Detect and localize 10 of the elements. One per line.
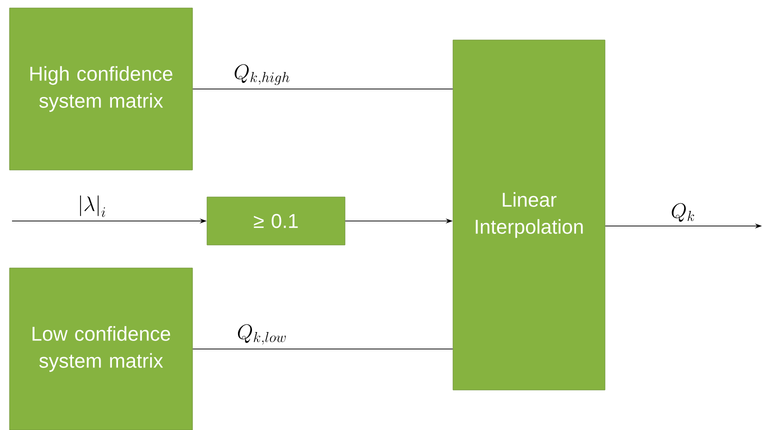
- process-box: Low confidence system matrix: [9, 268, 193, 430]
- process-box: High confidence system matrix: [9, 8, 193, 170]
- connector: [192, 88, 454, 90]
- edge-label: $Q_{k,high}$: [234, 64, 290, 85]
- process-box: ≥ 0.1: [206, 196, 346, 246]
- process-box: Linear Interpolation: [452, 40, 606, 390]
- edge-label: $Q_{k,low}$: [238, 324, 286, 345]
- edge-label: $\left|\lambda\right|_{i}$: [80, 195, 106, 217]
- connector: [192, 348, 454, 350]
- edge-label: $Q_{k}$: [672, 203, 694, 222]
